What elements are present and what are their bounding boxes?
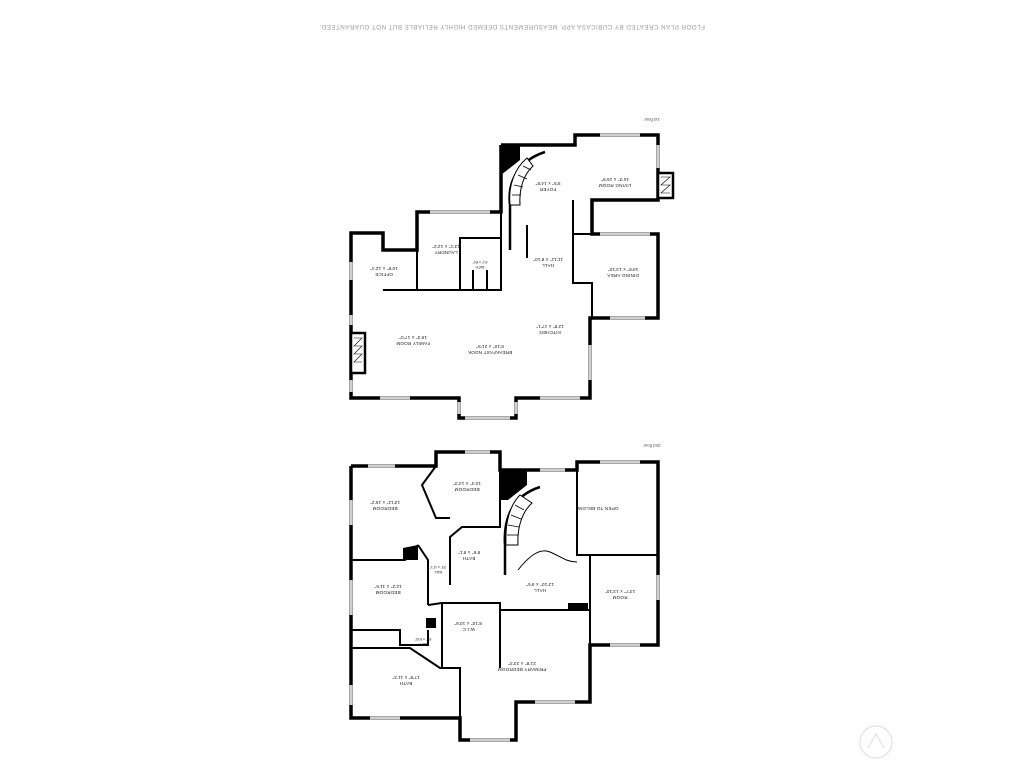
svg-text:10'8" x 12'4": 10'8" x 12'4" (370, 266, 398, 271)
svg-text:12'2" x 11'6": 12'2" x 11'6" (374, 584, 402, 589)
room-laundry: LAUNDRY 13'1" x 12'2" (432, 244, 460, 255)
room-bath-2: BATH 8'6" x 8'1" (458, 550, 480, 561)
svg-text:BATH: BATH (400, 681, 413, 686)
svg-text:13'7" x 13'10": 13'7" x 13'10" (605, 589, 636, 594)
svg-text:18'3" x 17'0": 18'3" x 17'0" (399, 335, 427, 340)
room-bedroom-c: BEDROOM 12'2" x 11'6" (374, 584, 402, 595)
disclaimer-text: FLOOR PLAN CREATED BY CUBICASA APP. MEAS… (319, 23, 705, 30)
svg-text:HALL: HALL (534, 588, 547, 593)
svg-text:21'8" x 23'3": 21'8" x 23'3" (508, 661, 536, 666)
room-hall-3: HALL 12'10" x 9'6" (526, 582, 554, 593)
room-room: ROOM 13'7" x 13'10" (605, 589, 636, 600)
room-kitchen: KITCHEN 12'8" x 17'1" (536, 324, 564, 335)
svg-text:12'10" x 9'6": 12'10" x 9'6" (526, 582, 554, 587)
room-bath-3: BATH 6'0" x 5'10" (414, 637, 432, 646)
svg-text:BEDROOM: BEDROOM (375, 590, 400, 595)
svg-text:HALL: HALL (542, 263, 555, 268)
svg-text:8'10" x 21'5": 8'10" x 21'5" (476, 344, 504, 349)
room-bath-1: BATH 6'1" x 8'0" (472, 260, 488, 269)
floor-label-2: 2nd floor (643, 443, 661, 448)
floor-label-1: 1st floor (644, 117, 660, 122)
room-dining-area: DINING AREA 10'8" x 13'10" (606, 267, 639, 278)
svg-text:W.I.C.: W.I.C. (461, 627, 475, 632)
svg-text:KITCHEN: KITCHEN (539, 330, 561, 335)
svg-text:12'8" x 17'1": 12'8" x 17'1" (536, 324, 564, 329)
room-breakfast-nook: BREAKFAST NOOK 8'10" x 21'5" (467, 344, 512, 355)
room-primary-bedroom: PRIMARY BEDROOM 21'8" x 23'3" (498, 661, 547, 672)
svg-text:16'3" x 15'8": 16'3" x 15'8" (601, 177, 629, 182)
svg-text:BEDROOM: BEDROOM (372, 506, 397, 511)
svg-text:LAUNDRY: LAUNDRY (434, 250, 457, 255)
svg-text:LIVING ROOM: LIVING ROOM (599, 183, 632, 188)
room-family-room: FAMILY ROOM 18'3" x 17'0" (396, 335, 430, 346)
svg-text:BREAKFAST NOOK: BREAKFAST NOOK (467, 350, 512, 355)
room-office: OFFICE 10'8" x 12'4" (370, 266, 398, 277)
room-bath-4: BATH 17'8" x 11'3" (392, 675, 420, 686)
svg-text:OPEN TO BELOW: OPEN TO BELOW (577, 506, 618, 511)
room-foyer: FOYER 9'5" x 14'8" (535, 181, 560, 192)
svg-text:BATH: BATH (418, 642, 427, 646)
room-open-to-below: OPEN TO BELOW (577, 506, 618, 511)
svg-text:9'5" x 14'8": 9'5" x 14'8" (535, 181, 560, 186)
svg-text:17'8" x 11'3": 17'8" x 11'3" (392, 675, 420, 680)
second-floor: 2nd floor (349, 443, 661, 742)
svg-text:6'1" x 8'0": 6'1" x 8'0" (472, 260, 488, 264)
svg-text:8'10" x 10'6": 8'10" x 10'6" (454, 621, 482, 626)
svg-text:10'8" x 13'10": 10'8" x 13'10" (608, 267, 639, 272)
svg-text:10'4" x 14'3": 10'4" x 14'3" (453, 481, 481, 486)
svg-text:13'1" x 12'2": 13'1" x 12'2" (432, 244, 460, 249)
room-hall-1: HALL 11'11" x 8'10" (533, 257, 563, 268)
svg-text:HALL: HALL (434, 570, 443, 574)
watermark-logo (859, 725, 893, 759)
svg-text:FAMILY ROOM: FAMILY ROOM (396, 341, 430, 346)
svg-text:BEDROOM: BEDROOM (454, 487, 479, 492)
svg-text:3'3" x 11'1": 3'3" x 11'1" (429, 565, 446, 569)
room-hall-2: HALL 3'3" x 11'1" (429, 565, 446, 574)
svg-text:DINING AREA: DINING AREA (606, 273, 639, 278)
svg-text:11'11" x 8'10": 11'11" x 8'10" (533, 257, 563, 262)
first-floor: 1st floor (349, 117, 675, 420)
room-bedroom-b: BEDROOM 13'11" x 15'2" (370, 500, 400, 511)
svg-text:BATH: BATH (475, 265, 484, 269)
svg-text:OFFICE: OFFICE (375, 272, 393, 277)
room-living-room: LIVING ROOM 16'3" x 15'8" (599, 177, 632, 188)
svg-text:FOYER: FOYER (539, 187, 556, 192)
svg-text:6'0" x 5'10": 6'0" x 5'10" (414, 637, 432, 641)
room-wic: W.I.C. 8'10" x 10'6" (454, 621, 482, 632)
room-bedroom-a: BEDROOM 10'4" x 14'3" (453, 481, 481, 492)
svg-text:PRIMARY BEDROOM: PRIMARY BEDROOM (498, 667, 547, 672)
svg-text:8'6" x 8'1": 8'6" x 8'1" (458, 550, 480, 555)
svg-text:BATH: BATH (463, 556, 476, 561)
svg-text:13'11" x 15'2": 13'11" x 15'2" (370, 500, 400, 505)
svg-text:ROOM: ROOM (612, 595, 627, 600)
